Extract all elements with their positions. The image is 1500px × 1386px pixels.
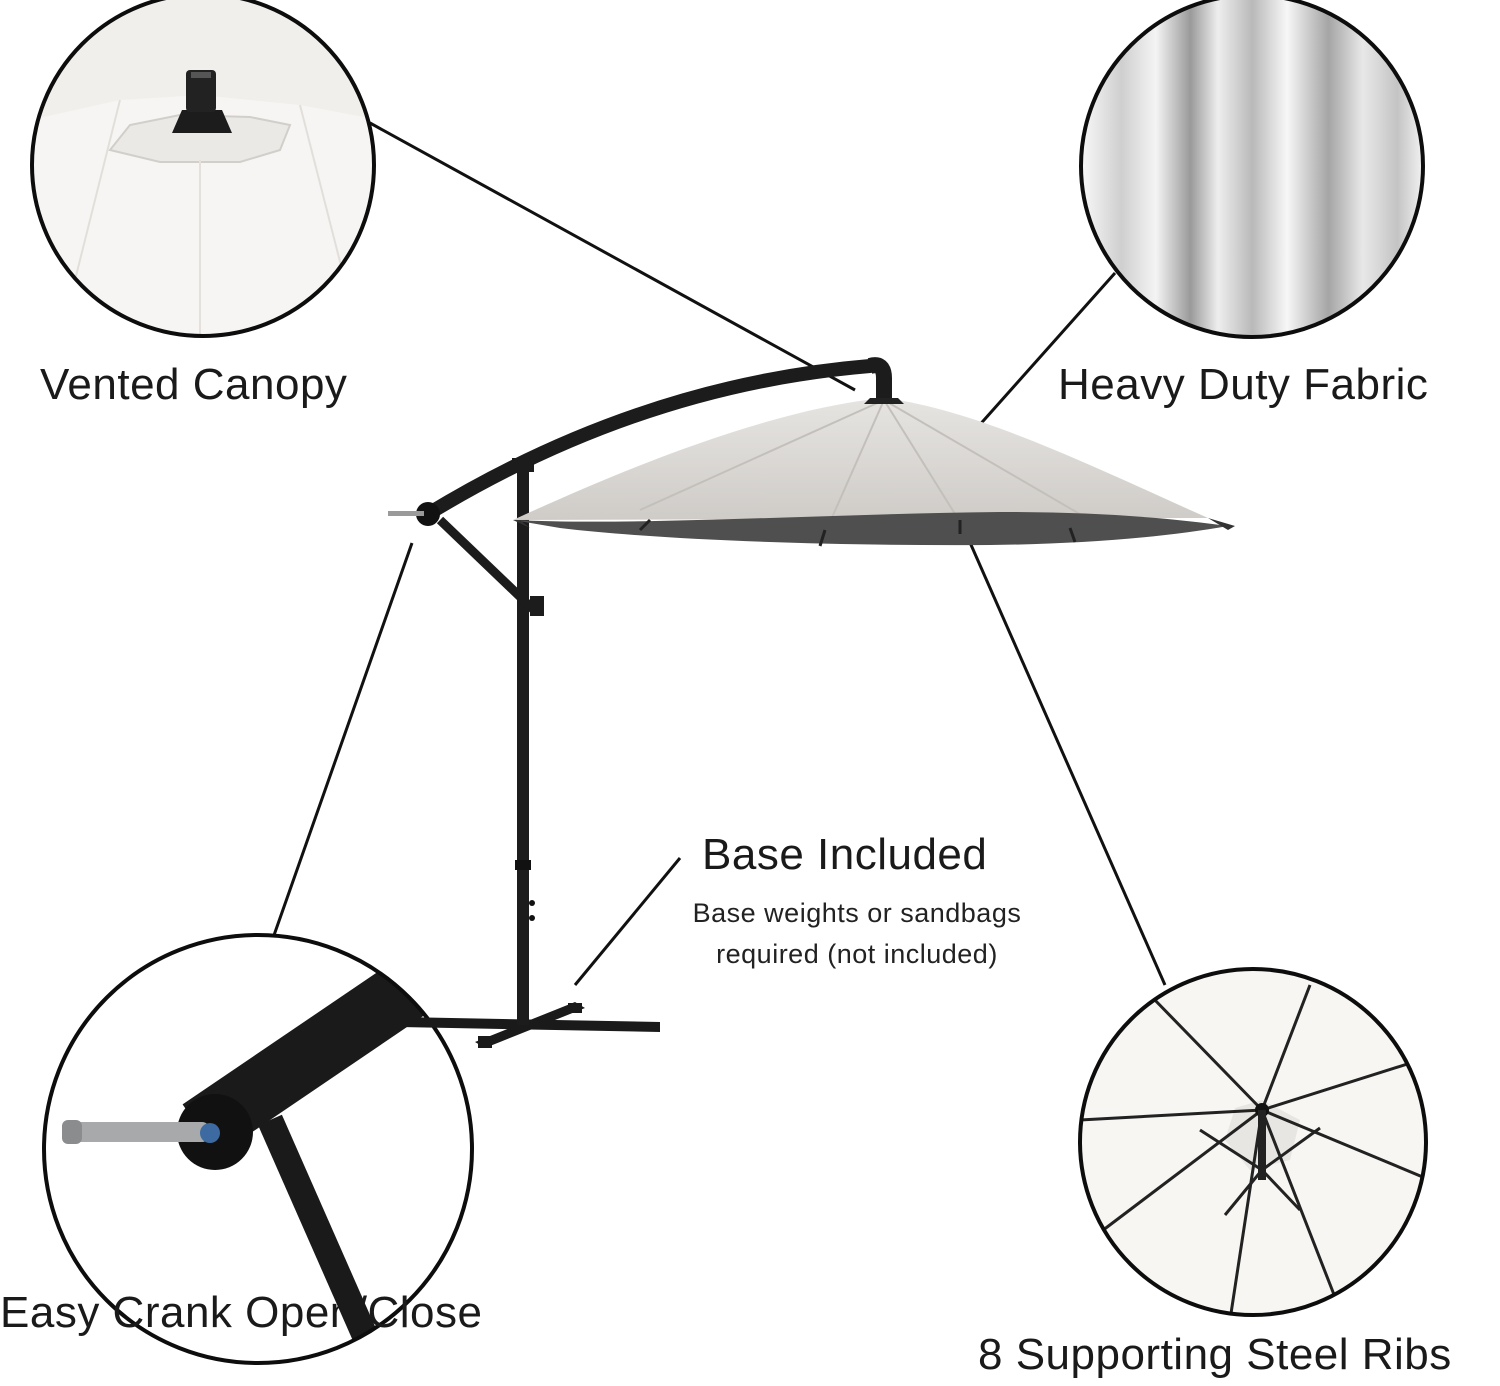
cantilever-umbrella — [388, 357, 1235, 1048]
heavy-fabric-detail-circle — [1079, 0, 1425, 339]
heavy-fabric-label: Heavy Duty Fabric — [1058, 360, 1429, 409]
vented-canopy-label: Vented Canopy — [40, 360, 348, 409]
steel-ribs-label: 8 Supporting Steel Ribs — [978, 1330, 1452, 1379]
ribs-detail-circle — [1078, 967, 1428, 1317]
easy-crank-label: Easy Crank Open/Close — [0, 1288, 483, 1337]
base-included-label: Base Included — [702, 830, 988, 879]
vented-canopy-detail-circle — [30, 0, 376, 338]
base-note-line-2: required (not included) — [716, 939, 998, 969]
leader-line-vented-canopy — [369, 121, 856, 392]
leader-line-base — [573, 857, 682, 986]
base-note-line-1: Base weights or sandbags — [692, 898, 1022, 928]
leader-line-ribs — [966, 537, 1167, 986]
leader-line-crank — [258, 542, 414, 976]
leader-line-heavy-fabric — [966, 272, 1117, 439]
